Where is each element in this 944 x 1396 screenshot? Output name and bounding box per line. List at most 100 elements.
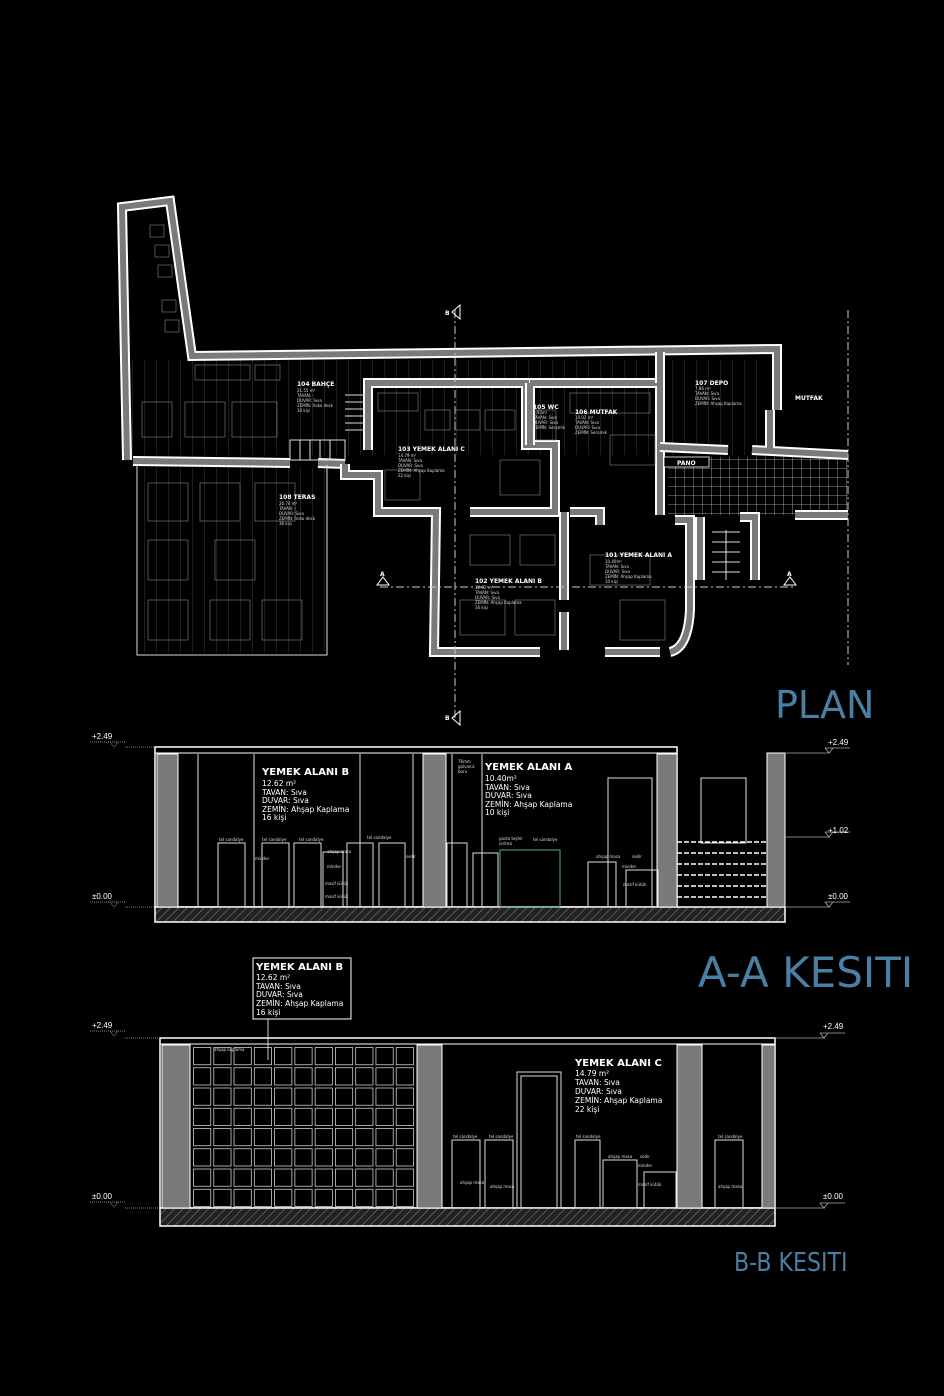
svg-text:22 kişi: 22 kişi xyxy=(575,1105,599,1114)
section-bb-title: B-B KESITI xyxy=(734,1248,848,1278)
wood-panel xyxy=(335,1188,354,1207)
wood-panel xyxy=(335,1107,354,1126)
svg-text:10.02 m²: 10.02 m² xyxy=(575,415,594,420)
svg-text:36 kişi: 36 kişi xyxy=(279,521,292,526)
wood-panel xyxy=(395,1047,414,1066)
svg-text:DUVAR: Sıva: DUVAR: Sıva xyxy=(279,511,305,516)
svg-text:ahşap masa: ahşap masa xyxy=(327,849,352,854)
room-label-yemek-alani-c: 103 YEMEK ALANI C 14.79 m² TAVAN: Sıva D… xyxy=(397,446,465,478)
svg-text:YEMEK ALANI A: YEMEK ALANI A xyxy=(484,762,573,773)
svg-text:ZEMİN: Seramik: ZEMİN: Seramik xyxy=(575,430,608,435)
svg-text:masif kütük: masif kütük xyxy=(638,1182,662,1187)
wood-panel xyxy=(193,1168,212,1187)
wood-panel xyxy=(253,1128,272,1147)
svg-text:ZEMİN: Ahşap Kaplama: ZEMİN: Ahşap Kaplama xyxy=(485,800,572,809)
wood-panel xyxy=(274,1087,293,1106)
wood-panel xyxy=(375,1087,394,1106)
wood-panel xyxy=(314,1188,333,1207)
wood-panel xyxy=(233,1067,252,1086)
svg-text:+2.49: +2.49 xyxy=(92,732,113,741)
wood-panel xyxy=(335,1168,354,1187)
walls xyxy=(116,195,849,657)
svg-text:TAVAN: Sıva: TAVAN: Sıva xyxy=(694,391,719,396)
svg-text:tel sandalye: tel sandalye xyxy=(299,837,324,842)
wood-panel xyxy=(193,1128,212,1147)
note-galvaniz-boru: 76mm galvaniz boru xyxy=(458,759,475,774)
wood-panel xyxy=(233,1107,252,1126)
wood-panel xyxy=(253,1188,272,1207)
wood-panel xyxy=(233,1148,252,1167)
wood-panel xyxy=(314,1107,333,1126)
wood-panel xyxy=(233,1087,252,1106)
svg-text:masif kütük: masif kütük xyxy=(325,881,349,886)
section-aa-title: A-A KESITI xyxy=(698,948,914,997)
wood-panel xyxy=(375,1047,394,1066)
section-a-left-marker: A xyxy=(380,571,385,578)
svg-text:12.62 m²: 12.62 m² xyxy=(262,779,296,788)
wood-panel xyxy=(355,1087,374,1106)
wood-panel xyxy=(294,1047,313,1066)
svg-text:105 WC: 105 WC xyxy=(533,404,559,411)
wood-panel xyxy=(253,1148,272,1167)
svg-text:±0.00: ±0.00 xyxy=(92,892,113,901)
wood-panel xyxy=(233,1047,252,1066)
wood-panel xyxy=(355,1188,374,1207)
wood-panel xyxy=(193,1067,212,1086)
svg-text:ZEMİN: Ahşap Kaplama: ZEMİN: Ahşap Kaplama xyxy=(475,600,522,605)
svg-text:TAVAN: -: TAVAN: - xyxy=(278,506,296,511)
wood-panel xyxy=(233,1128,252,1147)
section-a-right-marker: A xyxy=(787,571,792,578)
svg-text:TAVAN: Sıva: TAVAN: Sıva xyxy=(574,420,599,425)
room-label-yemek-alani-a: 101 YEMEK ALANI A 10.40m² TAVAN: Sıva DU… xyxy=(604,552,672,584)
svg-text:tel sandalye: tel sandalye xyxy=(576,1134,601,1139)
svg-text:+2.49: +2.49 xyxy=(92,1021,113,1030)
svg-text:DUVAR: Sıva: DUVAR: Sıva xyxy=(605,569,631,574)
wood-panel xyxy=(193,1188,212,1207)
svg-text:ZEMİN: İroko deck: ZEMİN: İroko deck xyxy=(279,516,316,521)
section-bb: YEMEK ALANI B 12.62 m² TAVAN: Sıva DUVAR… xyxy=(90,957,845,1227)
furniture-notes-aa: tel sandalye tel sandalye tel sandalye t… xyxy=(219,835,647,899)
svg-text:TAVAN: Sıva: TAVAN: Sıva xyxy=(574,1078,620,1087)
wood-panel xyxy=(355,1128,374,1147)
svg-text:DUVAR: Sıva: DUVAR: Sıva xyxy=(297,398,323,403)
wood-panel xyxy=(395,1148,414,1167)
wood-panel xyxy=(294,1128,313,1147)
floor-slab xyxy=(154,906,786,923)
wood-panel xyxy=(193,1087,212,1106)
pano-box xyxy=(663,456,710,468)
note-pasta-teshir: pasta teşhir ünitesi xyxy=(499,836,523,846)
furniture xyxy=(141,224,666,641)
wood-panel xyxy=(274,1067,293,1086)
wood-panel xyxy=(253,1047,272,1066)
section-a-right-arrow-icon xyxy=(783,576,797,586)
teras-deck xyxy=(140,468,325,652)
svg-text:DUVAR: Sıva: DUVAR: Sıva xyxy=(533,420,559,425)
svg-text:tel sandalye: tel sandalye xyxy=(533,837,558,842)
wood-panel xyxy=(253,1168,272,1187)
svg-text:14.79 m²: 14.79 m² xyxy=(398,453,417,458)
svg-text:sedir: sedir xyxy=(632,854,642,859)
section-a-left-arrow-icon xyxy=(376,576,390,586)
section-lines: B B A A xyxy=(376,303,849,727)
svg-text:16 kişi: 16 kişi xyxy=(256,1008,280,1017)
room-label-bb-b-box: YEMEK ALANI B 12.62 m² TAVAN: Sıva DUVAR… xyxy=(252,957,352,1060)
wood-panel xyxy=(395,1107,414,1126)
svg-text:±0.00: ±0.00 xyxy=(92,1192,113,1201)
svg-text:102 YEMEK ALANI B: 102 YEMEK ALANI B xyxy=(475,578,542,585)
svg-text:101 YEMEK ALANI A: 101 YEMEK ALANI A xyxy=(605,552,672,559)
svg-text:tel sandalye: tel sandalye xyxy=(489,1134,514,1139)
wood-panel xyxy=(193,1148,212,1167)
svg-text:30 kişi: 30 kişi xyxy=(297,408,310,413)
svg-text:104 BAHÇE: 104 BAHÇE xyxy=(297,381,334,388)
svg-text:+2.49: +2.49 xyxy=(828,738,849,747)
wood-panel xyxy=(395,1188,414,1207)
svg-text:1.93m²: 1.93m² xyxy=(533,410,548,415)
svg-text:ahşap kaplama: ahşap kaplama xyxy=(214,1047,245,1052)
wood-panel xyxy=(213,1107,232,1126)
wood-panel xyxy=(213,1188,232,1207)
wood-panel xyxy=(274,1148,293,1167)
svg-text:ahşap masa: ahşap masa xyxy=(608,1154,633,1159)
svg-text:ZEMİN: Ahşap Kaplama: ZEMİN: Ahşap Kaplama xyxy=(695,401,742,406)
wood-panel xyxy=(314,1148,333,1167)
svg-text:DUVAR: Sıva: DUVAR: Sıva xyxy=(262,796,309,805)
